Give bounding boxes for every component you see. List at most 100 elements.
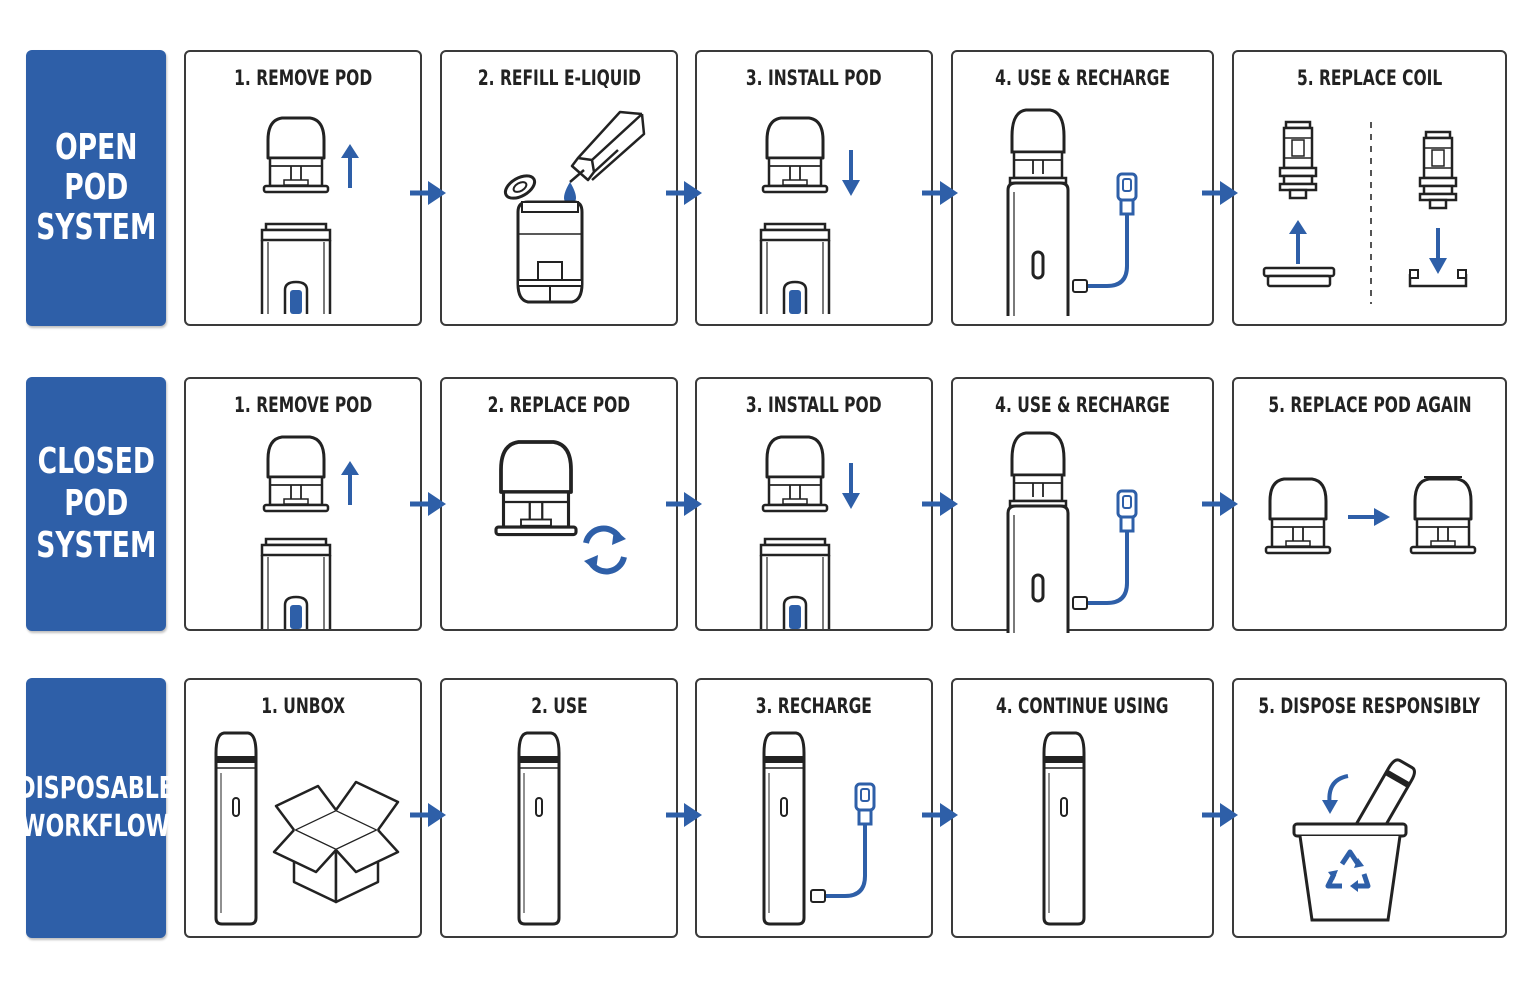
down-arrow-icon xyxy=(840,148,862,198)
remove-pod-illustration xyxy=(260,435,361,631)
row-label-text: CLOSED POD SYSTEM xyxy=(35,441,157,566)
box-icon xyxy=(272,780,400,904)
step-panel: 4. USE & RECHARGE xyxy=(951,50,1214,326)
step-title: 3. INSTALL POD xyxy=(746,393,882,417)
step-panel: 2. USE xyxy=(440,678,678,938)
up-arrow-icon xyxy=(339,459,361,507)
down-arrow-icon xyxy=(1427,226,1449,276)
droplet-icon xyxy=(564,182,576,204)
row-label-open-pod: OPEN POD SYSTEM xyxy=(26,50,166,326)
use-illustration xyxy=(517,731,561,926)
usb-cable-icon xyxy=(1071,172,1138,294)
continue-using-illustration xyxy=(1042,731,1086,926)
unbox-illustration xyxy=(214,731,400,926)
device-body-icon xyxy=(260,222,332,316)
step-panel: 2. REPLACE POD xyxy=(440,377,678,631)
coil-base-icon xyxy=(1262,266,1336,288)
step-panel: 5. REPLACE POD AGAIN xyxy=(1232,377,1507,631)
dispose-illustration xyxy=(1292,758,1416,922)
install-pod-illustration xyxy=(759,435,862,631)
row-label-closed-pod: CLOSED POD SYSTEM xyxy=(26,377,166,631)
disposable-pen-icon xyxy=(1042,731,1086,926)
recharge-illustration xyxy=(1006,431,1138,633)
flow-arrow-icon xyxy=(1202,181,1238,205)
usb-cable-icon xyxy=(809,782,876,904)
flow-arrow-icon xyxy=(410,803,446,827)
step-panel: 5. DISPOSE RESPONSIBLY xyxy=(1232,678,1507,938)
old-pod-icon xyxy=(1264,477,1332,555)
flow-arrow-icon xyxy=(1202,492,1238,516)
pod-icon xyxy=(761,435,829,513)
pod-icon xyxy=(761,116,829,194)
step-panel: 3. RECHARGE xyxy=(695,678,933,938)
coil-base-icon xyxy=(1408,269,1468,288)
row-label-disposable: DISPOSABLE WORKFLOW xyxy=(18,678,174,938)
flow-arrow-icon xyxy=(922,492,958,516)
step-panel: 4. USE & RECHARGE xyxy=(951,377,1214,633)
step-title: 5. DISPOSE RESPONSIBLY xyxy=(1258,694,1481,718)
flow-arrow-icon xyxy=(410,181,446,205)
flow-arrow-icon xyxy=(922,803,958,827)
row-label-text: OPEN POD SYSTEM xyxy=(35,127,157,248)
right-arrow-icon xyxy=(1348,508,1390,526)
row-label-text: DISPOSABLE WORKFLOW xyxy=(17,771,175,844)
step-panel: 1. REMOVE POD xyxy=(184,377,422,631)
flow-arrow-icon xyxy=(666,181,702,205)
recycle-bin-icon xyxy=(1292,822,1408,922)
down-arrow-icon xyxy=(840,461,862,511)
usb-cable-icon xyxy=(1071,489,1138,611)
step-title: 1. REMOVE POD xyxy=(233,393,373,417)
step-title: 2. USE xyxy=(530,694,588,718)
flow-arrow-icon xyxy=(666,803,702,827)
step-panel: 2. REFILL E-LIQUID xyxy=(440,50,678,326)
step-panel: 1. REMOVE POD xyxy=(184,50,422,326)
refill-illustration xyxy=(503,110,646,304)
step-title: 4. CONTINUE USING xyxy=(996,694,1169,718)
device-body-icon xyxy=(260,537,332,631)
pod-icon xyxy=(494,440,578,537)
replace-coil-illustration xyxy=(1262,120,1468,304)
bottle-icon xyxy=(569,110,646,183)
device-icon xyxy=(1006,108,1070,318)
step-title: 1. UNBOX xyxy=(261,694,345,718)
step-title: 5. REPLACE POD AGAIN xyxy=(1267,393,1472,417)
step-panel: 3. INSTALL POD xyxy=(695,50,933,326)
disposable-pen-icon xyxy=(517,731,561,926)
pod-icon xyxy=(262,435,330,513)
step-panel: 4. CONTINUE USING xyxy=(951,678,1214,938)
step-panel: 3. INSTALL POD xyxy=(695,377,933,631)
install-pod-illustration xyxy=(759,116,862,316)
coil-icon xyxy=(1278,120,1318,200)
device-icon xyxy=(1006,431,1070,633)
replace-pod-again-illustration xyxy=(1264,476,1477,555)
step-title: 4. USE & RECHARGE xyxy=(995,66,1170,90)
step-title: 4. USE & RECHARGE xyxy=(995,393,1170,417)
device-body-icon xyxy=(759,537,831,631)
recharge-illustration xyxy=(1006,108,1138,318)
device-body-icon xyxy=(759,222,831,316)
flow-arrow-icon xyxy=(666,492,702,516)
step-title: 1. REMOVE POD xyxy=(233,66,373,90)
open-pod-icon xyxy=(503,174,584,304)
disposable-pen-icon xyxy=(214,731,258,926)
step-title: 3. INSTALL POD xyxy=(746,66,882,90)
remove-pod-illustration xyxy=(260,116,361,316)
pod-icon xyxy=(262,116,330,194)
up-arrow-icon xyxy=(1287,218,1309,266)
up-arrow-icon xyxy=(339,142,361,190)
step-title: 5. REPLACE COIL xyxy=(1296,66,1443,90)
flow-arrow-icon xyxy=(922,181,958,205)
disposable-pen-icon xyxy=(762,731,806,926)
flow-arrow-icon xyxy=(410,492,446,516)
step-panel: 1. UNBOX xyxy=(184,678,422,938)
step-title: 2. REFILL E-LIQUID xyxy=(477,66,641,90)
step-title: 2. REPLACE POD xyxy=(487,393,631,417)
new-pod-icon xyxy=(1409,477,1477,555)
recharge-illustration xyxy=(762,731,876,926)
replace-pod-illustration xyxy=(494,440,627,575)
flow-arrow-icon xyxy=(1202,803,1238,827)
step-panel: 5. REPLACE COIL xyxy=(1232,50,1507,326)
step-title: 3. RECHARGE xyxy=(755,694,873,718)
recycle-icon xyxy=(1325,849,1371,889)
coil-icon xyxy=(1418,130,1458,210)
